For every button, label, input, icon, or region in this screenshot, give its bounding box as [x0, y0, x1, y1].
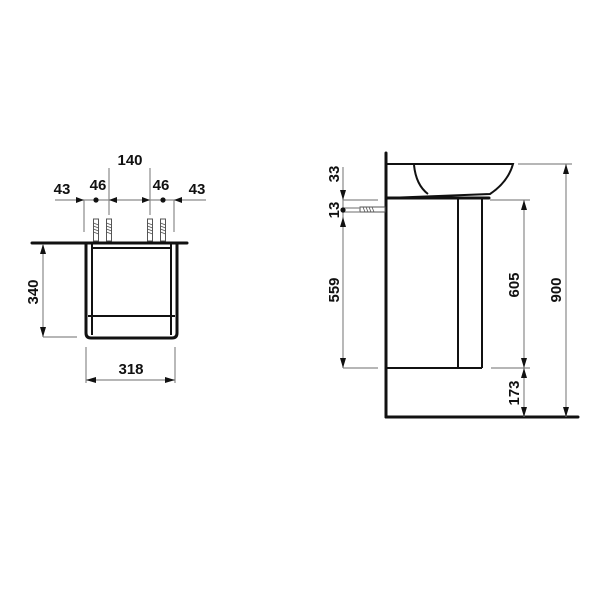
- dim-173: 173: [506, 380, 523, 405]
- dim-46-right: 46: [153, 177, 170, 194]
- wall-anchor-icon: [93, 218, 99, 242]
- dim-33: 33: [326, 166, 343, 183]
- dim-43-left: 43: [54, 181, 71, 198]
- dim-13: 13: [326, 202, 343, 219]
- front-view: 140 43 46 46 43 340 318: [25, 152, 206, 383]
- side-view: 33 13 559 605 173 900: [326, 151, 580, 419]
- basin-bowl: [413, 164, 429, 195]
- dim-46-left: 46: [90, 177, 107, 194]
- wall-anchor-icon: [160, 218, 166, 242]
- wall-anchor-icon: [147, 218, 153, 242]
- dim-318: 318: [118, 361, 143, 378]
- dim-43-right: 43: [189, 181, 206, 198]
- basin-outline: [386, 163, 515, 199]
- cabinet-outline: [84, 242, 179, 340]
- dim-340: 340: [25, 279, 42, 304]
- dim-140: 140: [117, 152, 142, 169]
- wall-anchor-icon: [106, 218, 112, 242]
- dim-900: 900: [548, 277, 565, 302]
- dim-605: 605: [506, 272, 523, 297]
- wall-anchor-icon: [359, 206, 386, 213]
- dim-559: 559: [326, 277, 343, 302]
